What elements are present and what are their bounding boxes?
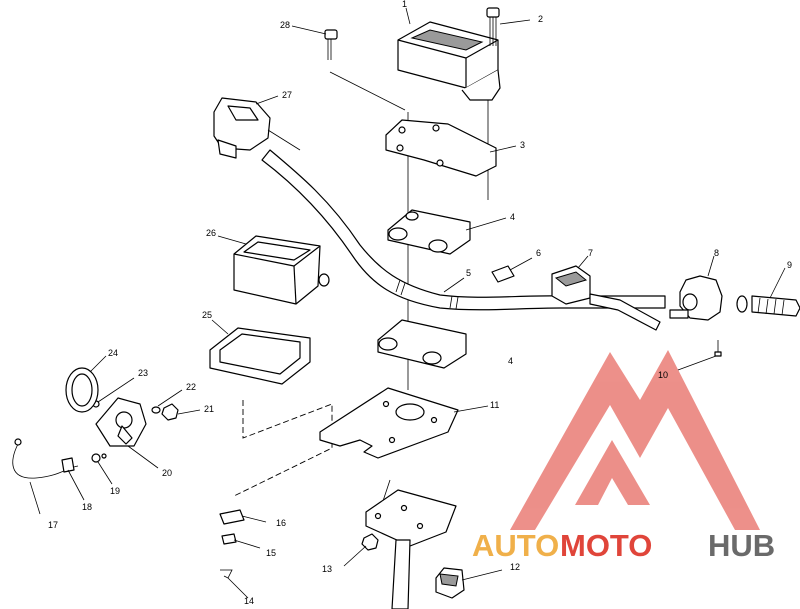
callout-6: 6	[536, 248, 541, 258]
callout-25: 25	[202, 310, 212, 320]
callout-3: 3	[520, 140, 525, 150]
part-gauge-bezel	[209, 327, 311, 385]
part-bolt-2	[486, 7, 500, 46]
callout-4b: 4	[508, 356, 513, 366]
part-clip-15	[221, 533, 237, 545]
callout-labels: 1 2 3 4 4 5 6 7 8 9 10 11 12 13 14 15 16…	[48, 0, 792, 606]
callout-16: 16	[276, 518, 286, 528]
callout-9: 9	[787, 260, 792, 270]
callout-21: 21	[204, 404, 214, 414]
part-steering-bracket	[365, 489, 457, 609]
part-upper-clamp	[387, 209, 471, 255]
callout-28: 28	[280, 20, 290, 30]
part-connector-18	[61, 457, 75, 473]
callout-20: 20	[162, 468, 172, 478]
callout-1: 1	[402, 0, 407, 9]
callout-18: 18	[82, 502, 92, 512]
part-housing-20	[95, 397, 147, 447]
part-bolt-28	[324, 29, 338, 60]
part-clamp-12	[435, 567, 465, 599]
part-warning-decal	[491, 265, 515, 283]
part-handlebar-pad	[397, 21, 501, 101]
callout-13: 13	[322, 564, 332, 574]
part-throttle-housing	[669, 275, 723, 321]
part-upper-plate	[385, 119, 497, 177]
part-brake-lever	[551, 265, 661, 331]
callout-2: 2	[538, 14, 543, 24]
callout-23: 23	[138, 368, 148, 378]
brand-moto: MOTO	[560, 528, 652, 563]
callout-5: 5	[466, 268, 471, 278]
brand-auto: AUTO	[472, 528, 559, 563]
part-switch-housing	[213, 97, 301, 159]
callout-10: 10	[658, 370, 668, 380]
part-mounting-plate	[319, 387, 459, 459]
brand-hub: HUB	[708, 528, 775, 563]
part-screw-10	[714, 340, 722, 357]
part-pin-14	[220, 569, 233, 579]
part-grip	[736, 295, 800, 317]
callout-22: 22	[186, 382, 196, 392]
callout-8: 8	[714, 248, 719, 258]
callout-11: 11	[490, 400, 499, 410]
callout-24: 24	[108, 348, 118, 358]
leader-lines	[29, 7, 786, 599]
callout-15: 15	[266, 548, 276, 558]
part-bracket-16	[219, 509, 245, 525]
watermark-wordmark: AUTO MOTO HUB	[472, 528, 775, 563]
part-lens-24	[65, 367, 99, 413]
part-washer-22	[151, 406, 161, 414]
part-lower-clamp	[377, 319, 467, 369]
part-clip-19	[91, 453, 107, 463]
callout-7: 7	[588, 248, 593, 258]
callout-12: 12	[510, 562, 520, 572]
callout-4a: 4	[510, 212, 515, 222]
callout-26: 26	[206, 228, 216, 238]
callout-17: 17	[48, 520, 58, 530]
part-nut-21	[161, 403, 179, 421]
callout-19: 19	[110, 486, 120, 496]
part-speedometer	[233, 235, 330, 305]
watermark-logo	[510, 350, 760, 530]
callout-14: 14	[244, 596, 254, 606]
callout-27: 27	[282, 90, 292, 100]
